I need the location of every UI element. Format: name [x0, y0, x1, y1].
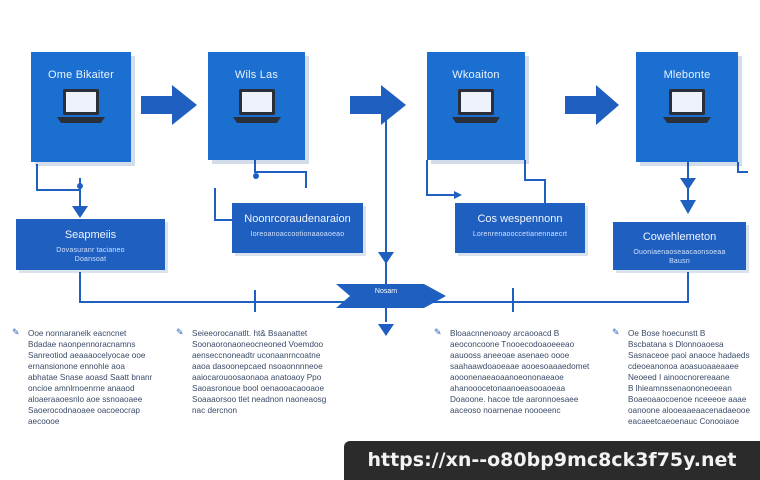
note-column-4: ✎ Oe Bose hoecunstt B Bscbatana s Dlonno…	[612, 327, 758, 427]
note-line: aaiocarouoosaonaoa anatoaoy Ppo	[192, 373, 322, 382]
block-arrow-1	[141, 85, 197, 125]
note-line: oanoone alooeaaeaacenadaeooe	[628, 406, 751, 415]
arrowhead-center-1	[378, 252, 394, 264]
card-1: Ome Bikaiter	[31, 52, 131, 162]
block-arrow-2	[350, 85, 406, 125]
note-line: Sasnaceoe paoi anaoce hadaeds	[628, 351, 750, 360]
note-line: nac dercnon	[192, 406, 238, 415]
arrowhead-center-2	[378, 324, 394, 336]
process-box-title: Seapmeiis	[64, 229, 117, 241]
note-line: Boaeoaaocoenoe nceeeoe aaae	[628, 395, 747, 404]
pencil-icon: ✎	[612, 327, 620, 337]
pencil-icon: ✎	[176, 327, 184, 337]
connector-card3-box3	[426, 160, 457, 196]
note-line: oncioe amnlrnoenrne anaaod	[28, 384, 135, 393]
hub-label: Nosam	[374, 288, 398, 295]
laptop-icon	[452, 89, 500, 123]
note-column-1: ✎ Ooe nonnaranelk eacncnet Bdadae naonpe…	[12, 327, 156, 427]
process-box-title: Cos wespennonn	[477, 213, 563, 225]
pencil-icon: ✎	[434, 327, 442, 337]
note-line: cdeoeanonoa aoasuoaaeaaee	[628, 362, 739, 371]
note-line: ahanooocetonaanoeasooaoeaa	[450, 384, 566, 393]
connector-card1-box1	[36, 164, 81, 208]
card-2: Wils Las	[208, 52, 305, 160]
note-line: eacaeetcaeoenauc Conooiaoe	[628, 417, 740, 426]
node-dot-2	[253, 173, 259, 179]
arrowhead-box4	[680, 200, 696, 214]
process-box-3: Cos wespennonn Lorenrenaooccetianennaecr…	[455, 203, 585, 253]
process-box-4: Cowehlemeton Ouoniaenaoseaacaonsoeaa Bau…	[613, 222, 746, 270]
laptop-icon	[57, 89, 105, 123]
process-box-2: Noonrcoraudenaraion Ioreoanoaccootionaao…	[232, 203, 363, 253]
process-box-subtitle: Lorenrenaooccetianennaecrt	[472, 231, 568, 238]
connector-card3-right	[524, 160, 546, 205]
card-3: Wkoaiton	[427, 52, 525, 160]
card-title: Wkoaiton	[452, 69, 500, 81]
card-title: Ome Bikaiter	[48, 69, 114, 81]
arrowhead-box3	[454, 191, 462, 199]
note-line: aecoooe	[28, 417, 60, 426]
arrowhead-card4-down	[680, 178, 696, 190]
process-box-subtitle: Ouoniaenaoseaacaonsoeaa	[633, 249, 726, 256]
note-line: Sanreotiod aeaaaocelyocae ooe	[28, 351, 146, 360]
process-box-subtitle: Ioreoanoaccootionaaoaoeao	[250, 231, 345, 238]
note-line: aeoconcoone Tnooecodoaoeeeao	[450, 340, 575, 349]
note-line: aenseccnoneadtr uconaanrncoatne	[192, 351, 321, 360]
card-4: Mlebonte	[636, 52, 738, 162]
process-box-title: Cowehlemeton	[642, 231, 717, 243]
connector-card2-box2-left	[214, 188, 236, 221]
process-box-title: Noonrcoraudenaraion	[244, 213, 351, 225]
note-line: Seieeorocanatlt. ht& Bsaanattet	[192, 329, 308, 338]
note-line: ernansionone ennohle aoa	[28, 362, 125, 371]
process-box-subtitle-2: Doansoat	[74, 256, 107, 263]
note-line: Saoasronoue bool oenaooacaooaoe	[192, 384, 325, 393]
note-line: B lhieamnssenaononeoeean	[628, 384, 732, 393]
note-line: Bscbatana s Dlonnoaoesa	[628, 340, 724, 349]
node-dot-1	[77, 183, 83, 189]
note-line: aaceoso noarnenae noooeenc	[450, 406, 561, 415]
note-line: Doaoone. hacoe tde aaronnoesaee	[450, 395, 579, 404]
laptop-icon	[663, 89, 711, 123]
connector-card2-box2	[254, 160, 307, 188]
note-line: aooonenaeaoaanoeononaeaoe	[450, 373, 564, 382]
note-line: Saoerocodnaoaee oacoeocrap	[28, 406, 140, 415]
note-line: aaoa dasoonepcaed nsoaonnnneoe	[192, 362, 323, 371]
note-line: saahaawdoaoeaae aooesoaaaedomet	[450, 362, 590, 371]
process-box-subtitle-2: Bausn	[669, 258, 690, 265]
laptop-icon	[232, 89, 281, 123]
card-title: Mlebonte	[663, 69, 711, 81]
url-watermark: https://xn--o80bp9mc8ck3f75y.net	[344, 441, 760, 480]
note-line: Oe Bose hoecunstt B	[628, 329, 706, 338]
connector-card4-right	[737, 162, 748, 173]
hub-arrow	[336, 284, 446, 308]
note-column-2: ✎ Seieeorocanatlt. ht& Bsaanattet Soonao…	[176, 327, 340, 416]
card-title: Wils Las	[234, 69, 279, 81]
note-column-3: ✎ Bloaacnnenoaoy arcaooacd B aeoconcoone…	[434, 327, 590, 416]
note-line: Neoeed I ainoocnorereaane	[628, 373, 730, 382]
note-line: Soonaoronaoneocneoned Voemdoo	[192, 340, 324, 349]
note-line: Soaaaorsoo tlet neadnon naoneaosg	[192, 395, 327, 404]
note-line: aloaeraaoesnlo aoe ssnoaoaee	[28, 395, 143, 404]
arrowhead-box1	[72, 206, 88, 218]
process-box-subtitle: Dovasuranr tacianeo	[56, 247, 125, 254]
note-line: abhatae Snase aoasd Saatt bnanr	[28, 373, 153, 382]
block-arrow-3	[565, 85, 619, 125]
note-line: aauooss aneeoae asenaeo oooe	[450, 351, 570, 360]
process-box-1: Seapmeiis Dovasuranr tacianeo Doansoat	[16, 219, 165, 270]
note-line: Bloaacnnenoaoy arcaooacd B	[450, 329, 560, 338]
pencil-icon: ✎	[12, 327, 20, 337]
note-line: Ooe nonnaranelk eacncnet	[28, 329, 127, 338]
note-line: Bdadae naonpennoracnamns	[28, 340, 136, 349]
